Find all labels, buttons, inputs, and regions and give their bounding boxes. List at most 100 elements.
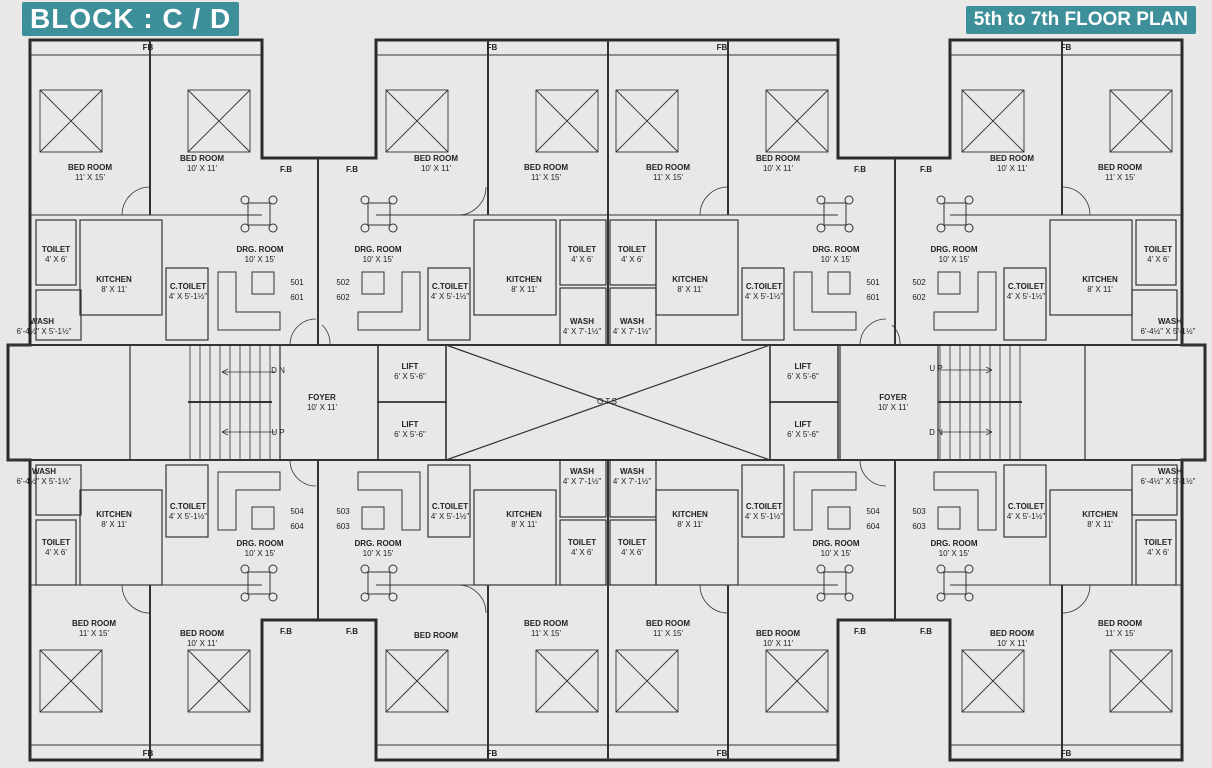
fb-label: FB — [1061, 749, 1072, 758]
wash-dim: 4' X 7'-1½" — [563, 477, 602, 486]
kitchen-dim: 8' X 11' — [511, 520, 537, 529]
wash-dim: 4' X 7'-1½" — [613, 477, 652, 486]
wet-area-walls — [35, 219, 1178, 586]
fb-label: FB — [717, 43, 728, 52]
bedroom-label: BED ROOM — [524, 163, 568, 172]
unit-number: 601 — [866, 293, 880, 302]
fb-label: F.B — [920, 627, 932, 636]
stair-down-label: D N — [929, 428, 943, 437]
toilet-dim: 4' X 6' — [621, 548, 643, 557]
bedroom-dim: 10' X 11' — [997, 164, 1028, 173]
block-title: BLOCK : C / D — [22, 2, 240, 36]
toilet-dim: 4' X 6' — [45, 255, 67, 264]
kitchen-dim: 8' X 11' — [677, 520, 703, 529]
drg-room-dim: 10' X 15' — [821, 255, 852, 264]
unit-number: 602 — [912, 293, 926, 302]
kitchen-dim: 8' X 11' — [511, 285, 537, 294]
wash-label: WASH — [32, 467, 56, 476]
fb-label: F.B — [280, 627, 292, 636]
drg-room-dim: 10' X 15' — [245, 255, 276, 264]
drg-room-label: DRG. ROOM — [812, 245, 859, 254]
drg-room-label: DRG. ROOM — [236, 245, 283, 254]
lift-label: LIFT — [402, 362, 419, 371]
bedroom-dim: 10' X 11' — [763, 164, 794, 173]
toilet-dim: 4' X 6' — [571, 255, 593, 264]
kitchen-dim: 8' X 11' — [1087, 285, 1113, 294]
c-toilet-label: C.TOILET — [1008, 282, 1044, 291]
lift-dim: 6' X 5'-6" — [787, 430, 819, 439]
wash-label: WASH — [1158, 467, 1182, 476]
bedroom-dim: 11' X 15' — [653, 173, 684, 182]
c-toilet-dim: 4' X 5'-1½" — [1007, 512, 1046, 521]
toilet-label: TOILET — [568, 538, 596, 547]
bedroom-dim: 10' X 11' — [187, 639, 218, 648]
kitchen-label: KITCHEN — [1082, 275, 1118, 284]
door-swings — [121, 186, 1091, 614]
drg-room-label: DRG. ROOM — [812, 539, 859, 548]
unit-number: 501 — [290, 278, 304, 287]
fb-label: FB — [1061, 43, 1072, 52]
unit-number: 603 — [912, 522, 926, 531]
c-toilet-label: C.TOILET — [746, 502, 782, 511]
kitchen-label: KITCHEN — [96, 510, 132, 519]
drg-room-dim: 10' X 15' — [821, 549, 852, 558]
toilet-label: TOILET — [1144, 538, 1172, 547]
drg-room-label: DRG. ROOM — [236, 539, 283, 548]
wash-dim: 6'-4½" X 5'-1½" — [1141, 477, 1196, 486]
stair-down-label: D N — [271, 366, 285, 375]
unit-number: 604 — [866, 522, 880, 531]
toilet-dim: 4' X 6' — [571, 548, 593, 557]
bedroom-dim: 10' X 11' — [763, 639, 794, 648]
c-toilet-dim: 4' X 5'-1½" — [169, 512, 208, 521]
kitchen-label: KITCHEN — [672, 275, 708, 284]
bedroom-dim: 10' X 11' — [187, 164, 218, 173]
kitchen-label: KITCHEN — [96, 275, 132, 284]
drg-room-dim: 10' X 15' — [363, 255, 394, 264]
stair-left — [188, 345, 275, 460]
bed-furniture — [39, 89, 1173, 713]
wash-label: WASH — [570, 467, 594, 476]
bedroom-label: BED ROOM — [414, 631, 458, 640]
bedroom-dim: 11' X 15' — [653, 629, 684, 638]
kitchen-label: KITCHEN — [506, 510, 542, 519]
drg-room-label: DRG. ROOM — [930, 539, 977, 548]
kitchen-dim: 8' X 11' — [1087, 520, 1113, 529]
fb-label: F.B — [346, 165, 358, 174]
c-toilet-dim: 4' X 5'-1½" — [431, 292, 470, 301]
wash-dim: 6'-4½" X 5'-1½" — [17, 327, 72, 336]
ots-label: O.T.S — [597, 397, 617, 406]
unit-number: 604 — [290, 522, 304, 531]
bedroom-label: BED ROOM — [524, 619, 568, 628]
wash-label: WASH — [620, 467, 644, 476]
toilet-label: TOILET — [618, 245, 646, 254]
bedroom-label: BED ROOM — [990, 154, 1034, 163]
bedroom-label: BED ROOM — [756, 629, 800, 638]
toilet-dim: 4' X 6' — [45, 548, 67, 557]
unit-number: 503 — [336, 507, 350, 516]
toilet-label: TOILET — [42, 245, 70, 254]
fb-label: FB — [143, 749, 154, 758]
fb-label: F.B — [920, 165, 932, 174]
c-toilet-label: C.TOILET — [1008, 502, 1044, 511]
bedroom-dim: 11' X 15' — [531, 629, 562, 638]
toilet-dim: 4' X 6' — [1147, 255, 1169, 264]
c-toilet-dim: 4' X 5'-1½" — [1007, 292, 1046, 301]
unit-number: 503 — [912, 507, 926, 516]
fb-label: FB — [487, 43, 498, 52]
bedroom-label: BED ROOM — [414, 154, 458, 163]
lift-label: LIFT — [795, 420, 812, 429]
floor-plan-title: 5th to 7th FLOOR PLAN — [965, 6, 1196, 34]
bedroom-dim: 11' X 15' — [79, 629, 110, 638]
toilet-label: TOILET — [618, 538, 646, 547]
room-labels: FB FB FB FB FB FB FB FB F.B F.B F.B F.B … — [17, 43, 1196, 758]
unit-number: 602 — [336, 293, 350, 302]
drg-room-dim: 10' X 15' — [363, 549, 394, 558]
lift-label: LIFT — [795, 362, 812, 371]
fb-label: F.B — [854, 165, 866, 174]
c-toilet-label: C.TOILET — [746, 282, 782, 291]
wash-label: WASH — [570, 317, 594, 326]
c-toilet-label: C.TOILET — [432, 282, 468, 291]
c-toilet-label: C.TOILET — [170, 282, 206, 291]
fb-strips — [30, 54, 1182, 746]
unit-number: 504 — [866, 507, 880, 516]
